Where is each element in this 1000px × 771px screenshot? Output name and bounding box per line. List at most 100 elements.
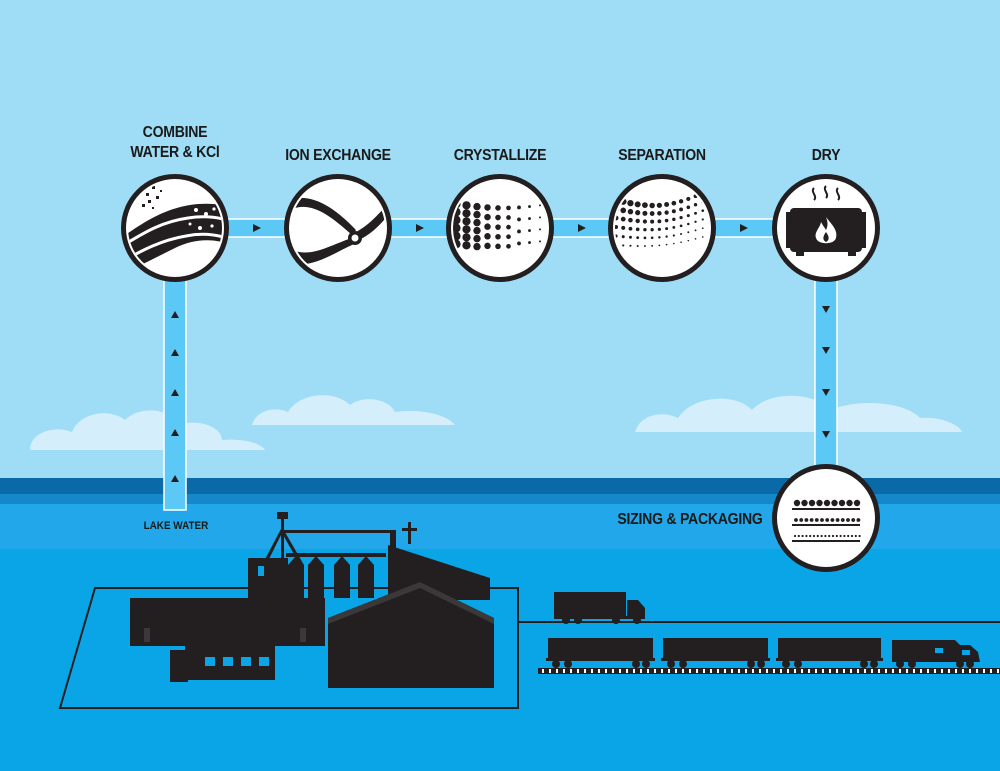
cloud-middle (252, 395, 455, 425)
separation-dot (650, 228, 654, 232)
arrow-up (171, 429, 179, 436)
step-dry-node (772, 174, 880, 282)
cloud-left (30, 410, 265, 450)
flow-arrows (171, 224, 830, 482)
size-dot-small (858, 534, 861, 538)
train-wheel (870, 660, 878, 668)
railcar (663, 638, 768, 660)
separation-dot (679, 216, 683, 220)
crystal-dot (473, 218, 481, 227)
separation-dot (665, 243, 668, 246)
separation-dot (628, 217, 633, 223)
arrow-up (171, 475, 179, 482)
size-dot-medium (825, 518, 830, 522)
rail-tie (633, 669, 635, 673)
separation-dot (636, 236, 640, 240)
arrow-down (822, 431, 830, 438)
clouds (30, 395, 962, 450)
size-dot-small (831, 534, 835, 538)
label-combine: COMBINE WATER & KCl (122, 123, 228, 163)
crystal-dot (495, 205, 501, 211)
step-ion-exchange-node (284, 174, 392, 282)
size-dot-medium (809, 518, 814, 522)
rail-tie (577, 669, 579, 673)
separation-dot (671, 209, 676, 214)
separation-dot (657, 227, 661, 231)
separation-dot (642, 202, 648, 209)
crystal-dot (506, 205, 511, 211)
separation-dot (694, 238, 697, 240)
rail-tie (787, 669, 789, 673)
crystal-dot (473, 202, 481, 211)
sieve-layers-icon (792, 499, 861, 542)
horizon-band (0, 478, 1000, 494)
separation-dot (643, 227, 647, 232)
separation-dot (665, 227, 669, 231)
rail-tie (955, 669, 957, 673)
size-dot-large (793, 499, 801, 507)
label-ion-exchange: ION EXCHANGE (285, 147, 391, 164)
separation-dot (627, 199, 634, 207)
crystal-dot (495, 214, 501, 221)
train-wheel (966, 660, 974, 668)
crystal-dot (517, 217, 521, 222)
separation-dot (657, 219, 662, 224)
size-dot-medium (830, 518, 835, 522)
rail-tie (780, 669, 782, 673)
separation-dot (687, 239, 690, 242)
size-dot-large (823, 499, 831, 507)
label-crystallize: CRYSTALLIZE (453, 147, 547, 164)
size-dot-medium (851, 518, 856, 522)
separation-dot (701, 209, 705, 213)
separation-dot (642, 219, 648, 224)
train-wheel (679, 660, 687, 668)
railcar (548, 638, 653, 660)
size-dot-large (846, 499, 853, 507)
separation-dot (651, 244, 654, 247)
crystal-dot (484, 233, 491, 240)
crystal-dot (506, 224, 511, 230)
separation-dot (643, 245, 646, 248)
size-dot-large (801, 499, 808, 507)
arrow-down (822, 347, 830, 354)
crystal-dot (473, 210, 481, 219)
separation-dot (701, 236, 704, 238)
size-dot-medium (856, 518, 861, 522)
rail-tie (549, 669, 551, 673)
size-dot-small (820, 534, 823, 538)
facility (58, 512, 519, 709)
rail-tie (668, 669, 670, 673)
size-dot-medium (840, 518, 845, 522)
rail-tie (997, 669, 999, 673)
separation-dot (650, 236, 654, 240)
separation-dot (679, 224, 683, 228)
separation-dot (686, 196, 691, 202)
crystal-dot (453, 223, 461, 233)
size-dot-small (828, 534, 831, 538)
rail-tie (556, 669, 558, 673)
separation-dot (628, 235, 632, 239)
crystal-dot (462, 217, 471, 226)
rail-tie (703, 669, 705, 673)
crystal-dot (528, 241, 531, 245)
size-dot-large (816, 499, 823, 507)
crystal-dot (495, 224, 501, 230)
separation-dot (686, 205, 691, 210)
rail-tie (920, 669, 922, 673)
label-combine-line1: COMBINE (142, 124, 208, 141)
arrow-up (171, 311, 179, 318)
cloud-right (635, 395, 962, 432)
size-dot-small (797, 534, 800, 538)
rail-tie (598, 669, 600, 673)
rail-tie (976, 669, 978, 673)
label-separation: SEPARATION (618, 147, 706, 164)
rail-tie (857, 669, 859, 673)
rail-tie (983, 669, 985, 673)
rail-tie (871, 669, 873, 673)
crystal-dot (506, 215, 511, 220)
rail-tie (661, 669, 663, 673)
size-dot-medium (835, 518, 840, 522)
crystal-dot (539, 228, 541, 231)
